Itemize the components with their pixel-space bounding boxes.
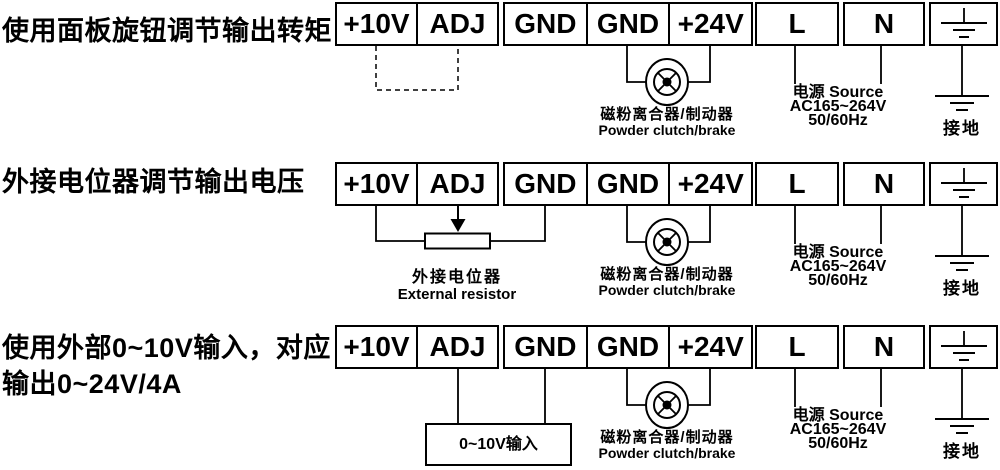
terminal-l: L (788, 331, 806, 362)
terminal-n: N (873, 8, 895, 39)
terminal-earth (929, 162, 998, 206)
heading-row1: 使用面板旋钮调节输出转矩 (2, 16, 332, 46)
earth-ground-icon (935, 369, 989, 434)
ground-label: 接地 (943, 119, 981, 138)
powder-clutch-label: 磁粉离合器/制动器 Powder clutch/brake (598, 266, 736, 298)
terminal-adj: ADJ (416, 4, 497, 44)
external-resistor-label: 外接电位器 External resistor (397, 269, 517, 303)
input-box-wires (457, 369, 546, 424)
terminal-plus10v: +10V (343, 168, 410, 199)
terminal-strip-row3: +10V ADJ GND GND +24V L N (335, 325, 998, 369)
terminal-plus24v: +24V (668, 327, 751, 367)
clutch-wires-row1 (626, 46, 711, 83)
earth-ground-icon (935, 206, 989, 271)
ground-label: 接地 (943, 279, 981, 298)
heading-row3-line1: 使用外部0~10V输入，对应 (2, 333, 331, 363)
dashed-knob-link-icon (375, 46, 459, 91)
power-source-label: 电源 Source AC165~264V 50/60Hz (789, 244, 887, 289)
terminal-plus24v: +24V (668, 4, 751, 44)
earth-ground-icon (935, 46, 989, 111)
terminal-strip-row1: +10V ADJ GND GND +24V L N (335, 2, 998, 46)
terminal-adj: ADJ (416, 164, 497, 204)
clutch-wires-row2 (626, 206, 711, 243)
terminal-gnd2: GND (585, 4, 669, 44)
terminal-gnd2: GND (585, 327, 669, 367)
earth-ground-icon (940, 331, 987, 361)
power-wires-row2 (794, 206, 882, 244)
terminal-l: L (788, 8, 806, 39)
terminal-gnd1: GND (514, 331, 577, 362)
ground-label: 接地 (943, 442, 981, 461)
power-source-label: 电源 Source AC165~264V 50/60Hz (789, 84, 887, 129)
powder-clutch-label: 磁粉离合器/制动器 Powder clutch/brake (598, 429, 736, 461)
terminal-gnd1: GND (514, 8, 577, 39)
terminal-gnd1: GND (514, 168, 577, 199)
heading-row3-line2: 输出0~24V/4A (2, 369, 182, 399)
power-source-label: 电源 Source AC165~264V 50/60Hz (789, 407, 887, 452)
terminal-strip-row2: +10V ADJ GND GND +24V L N (335, 162, 998, 206)
input-voltage-box: 0~10V输入 (425, 423, 572, 466)
earth-ground-icon (940, 8, 987, 38)
heading-row3: 使用外部0~10V输入，对应 输出0~24V/4A (2, 330, 331, 402)
powder-clutch-icon (645, 58, 689, 106)
power-wires-row3 (794, 369, 882, 407)
power-wires-row1 (794, 46, 882, 84)
terminal-plus10v: +10V (343, 8, 410, 39)
powder-clutch-icon (645, 218, 689, 266)
terminal-gnd2: GND (585, 164, 669, 204)
terminal-plus24v: +24V (668, 164, 751, 204)
terminal-plus10v: +10V (343, 331, 410, 362)
clutch-wires-row3 (626, 369, 711, 406)
potentiometer-icon (375, 206, 546, 250)
earth-ground-icon (940, 168, 987, 198)
terminal-n: N (873, 331, 895, 362)
terminal-adj: ADJ (416, 327, 497, 367)
terminal-l: L (788, 168, 806, 199)
powder-clutch-icon (645, 381, 689, 429)
terminal-n: N (873, 168, 895, 199)
terminal-earth (929, 2, 998, 46)
terminal-earth (929, 325, 998, 369)
heading-row2: 外接电位器调节输出电压 (2, 167, 305, 197)
powder-clutch-label: 磁粉离合器/制动器 Powder clutch/brake (598, 106, 736, 138)
